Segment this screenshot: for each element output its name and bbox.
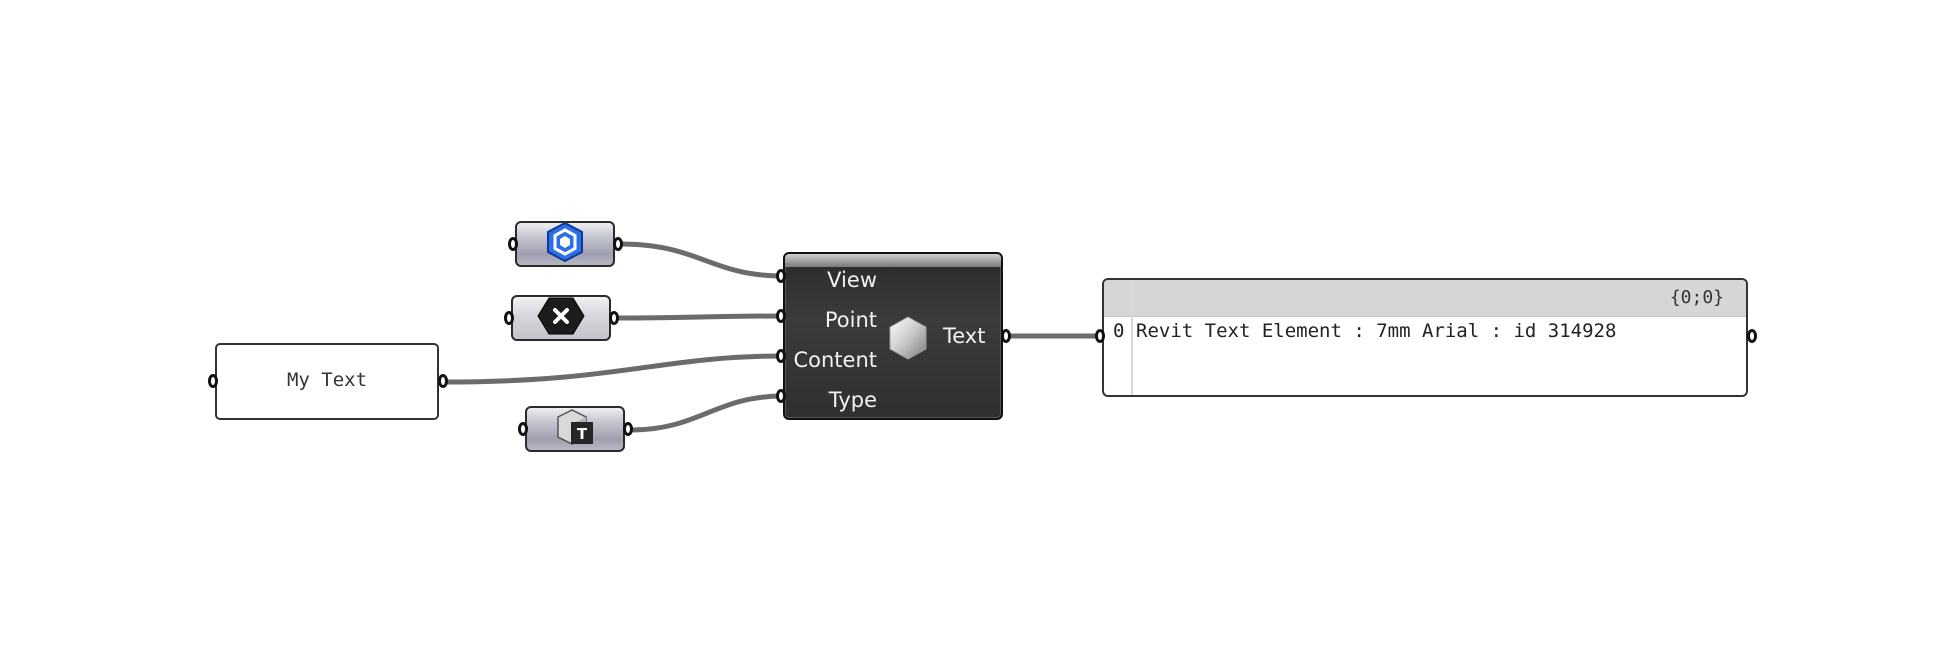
output-grip-text[interactable] (1001, 329, 1011, 343)
panel-input-grip[interactable] (208, 374, 218, 388)
panel-text: My Text (286, 369, 368, 391)
data-panel-output-grip[interactable] (1747, 329, 1757, 343)
view-param-output-grip[interactable] (613, 237, 623, 251)
input-label-point: Point (824, 308, 877, 332)
wire-view[interactable] (617, 241, 786, 279)
input-label-content: Content (793, 348, 877, 372)
point-param-input-grip[interactable] (504, 311, 514, 325)
input-label-type: Type (828, 388, 877, 412)
text-type-cube-icon: T (554, 408, 596, 450)
type-param-input-grip[interactable] (518, 422, 528, 436)
data-panel-header: {0;0} (1104, 280, 1746, 317)
index-gutter (1131, 280, 1133, 395)
type-param-output-grip[interactable] (623, 422, 633, 436)
output-label-text: Text (943, 324, 986, 348)
input-grip-content[interactable] (776, 349, 786, 363)
type-param[interactable]: T (525, 406, 625, 452)
create-text-component[interactable]: View Point Content Type Text (783, 252, 1003, 420)
component-title-band (785, 254, 1001, 267)
input-grip-type[interactable] (776, 389, 786, 403)
branch-path: {0;0} (1669, 287, 1724, 308)
data-panel[interactable]: {0;0} 0 Revit Text Element : 7mm Arial :… (1102, 278, 1748, 397)
view-param-input-grip[interactable] (508, 237, 518, 251)
wire-type[interactable] (627, 393, 786, 433)
wire-content[interactable] (443, 353, 786, 385)
data-panel-input-grip[interactable] (1095, 329, 1105, 343)
content-text-panel[interactable]: My Text (215, 343, 439, 420)
list-item-index: 0 (1113, 320, 1125, 342)
point-param[interactable] (511, 295, 611, 341)
input-label-view: View (827, 268, 877, 292)
view-param[interactable] (515, 221, 615, 267)
wire-point[interactable] (613, 313, 786, 321)
point-param-output-grip[interactable] (609, 311, 619, 325)
input-grip-view[interactable] (776, 269, 786, 283)
hexagon-icon (887, 315, 929, 365)
svg-text:T: T (577, 425, 588, 443)
point-x-hexagon-icon (537, 297, 585, 339)
input-grip-point[interactable] (776, 309, 786, 323)
list-item: Revit Text Element : 7mm Arial : id 3149… (1136, 320, 1617, 342)
view-hexagon-icon (545, 223, 585, 265)
panel-output-grip[interactable] (438, 374, 448, 388)
